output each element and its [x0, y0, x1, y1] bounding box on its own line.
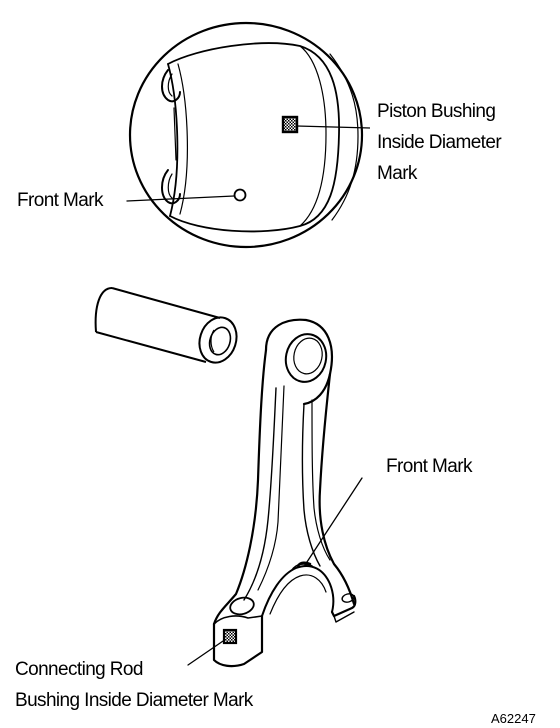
rod-small-end-bore — [284, 333, 328, 383]
rod-bushing-label: Connecting Rod Bushing Inside Diameter M… — [15, 654, 253, 716]
rod-bolt-hole-right — [341, 593, 355, 603]
piston-bushing-leader — [296, 125, 371, 129]
rod-big-end-arch — [261, 565, 335, 617]
rod-front-mark-label: Front Mark — [386, 451, 472, 482]
rod-front-mark-text: Front Mark — [386, 456, 472, 477]
piston-front-mark-label: Front Mark — [17, 185, 103, 216]
rod-small-end — [264, 318, 334, 406]
piston-bushing-label: Piston Bushing Inside Diameter Mark — [377, 96, 502, 189]
rod-bushing-label-line2: Bushing Inside Diameter Mark — [15, 690, 253, 711]
piston-outer-circle — [128, 21, 364, 249]
rod-bolt-hole-left — [229, 596, 255, 616]
piston-bushing-mark — [281, 115, 299, 134]
piston-bushing-label-line2: Inside Diameter — [377, 132, 502, 153]
rod-bushing-mark — [222, 628, 238, 645]
connecting-rod-drawing — [187, 318, 363, 668]
piston-front-mark-text: Front Mark — [17, 190, 103, 211]
piston-pin-drawing — [94, 287, 238, 364]
piston-drawing — [126, 21, 364, 249]
piston-bushing-label-line1: Piston Bushing — [377, 101, 496, 122]
piston-inner-rim — [167, 42, 340, 233]
rod-front-mark-leader — [304, 477, 363, 566]
figure-code: A62247 — [491, 711, 536, 726]
piston-bushing-label-line3: Mark — [377, 163, 417, 184]
rod-bushing-label-line1: Connecting Rod — [15, 659, 143, 680]
piston-front-mark-dot — [233, 188, 247, 202]
rod-bushing-leader — [187, 638, 227, 666]
piston-front-mark-leader — [126, 195, 235, 202]
